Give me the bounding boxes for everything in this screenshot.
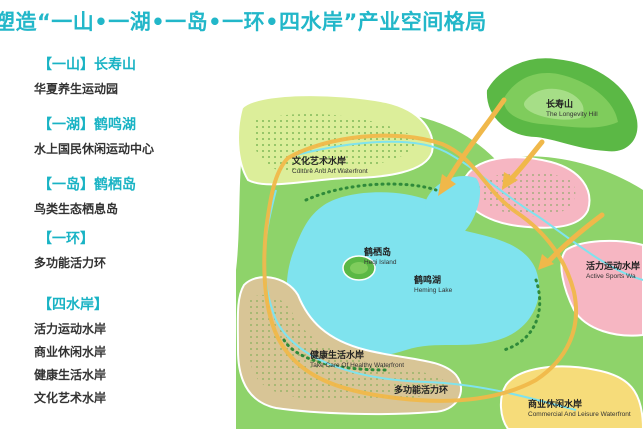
culture-zone-dots [256, 114, 421, 174]
title-quoted: “一山•一湖•一岛•一环•四水岸” [37, 10, 358, 34]
legend-item: 健康生活水岸 [34, 368, 107, 382]
arrow-mountain-head [438, 174, 456, 196]
legend-item: 水上国民休闲运动中心 [34, 142, 155, 156]
title-suffix: 产业空间格局 [357, 10, 487, 34]
island-inner [350, 262, 368, 274]
vitality-ring [262, 133, 579, 403]
legend-panel: 【一山】长寿山 华夏养生运动园 【一湖】鹤鸣湖 水上国民休闲运动中心 【一岛】鹤… [34, 55, 234, 408]
commerce-zone [500, 365, 643, 429]
label-health-cn: 健康生活水岸 [310, 351, 365, 361]
legend-heading: 【一山】长寿山 [38, 57, 136, 73]
label-island-en: Heqi Island [364, 259, 397, 266]
label-commerce-cn: 商业休闲水岸 [528, 400, 583, 410]
label-lake-en: Heming Lake [414, 287, 453, 294]
legend-section-waterfronts: 【四水岸】 活力运动水岸 商业休闲水岸 健康生活水岸 文化艺术水岸 [34, 295, 234, 408]
label-mountain-en: The Longevity Hill [546, 111, 598, 118]
label-commerce-en: Commercial And Leisure Waterfront [528, 411, 631, 418]
tree-line-1 [304, 182, 438, 202]
arrow-left-head [502, 172, 518, 190]
lake-inlet [425, 176, 481, 232]
lake [286, 192, 540, 357]
legend-item: 商业休闲水岸 [34, 345, 107, 359]
label-sports-en: Active Sports Wa [586, 273, 636, 280]
label-ring-cn: 多功能活力环 [394, 386, 449, 396]
label-island: 鹤栖岛 Heqi Island [364, 248, 397, 267]
label-lake-cn: 鹤鸣湖 [414, 276, 442, 286]
legend-item: 文化艺术水岸 [34, 391, 107, 405]
legend-heading: 【四水岸】 [38, 297, 108, 313]
legend-item: 华夏养生运动园 [34, 82, 119, 96]
label-mountain: 长寿山 The Longevity Hill [546, 100, 598, 119]
label-sports-cn: 活力运动水岸 [586, 262, 641, 272]
label-health-en: Take Care Of Healthy Waterfront [310, 362, 405, 369]
label-lake: 鹤鸣湖 Heming Lake [414, 276, 452, 295]
legend-heading: 【一岛】鹤栖岛 [38, 177, 136, 193]
legend-heading: 【一湖】鹤鸣湖 [38, 117, 136, 133]
arrow-mountain [445, 97, 507, 183]
legend-section-island: 【一岛】鹤栖岛 鸟类生态栖息岛 [34, 175, 234, 229]
health-zone-dots [250, 294, 448, 401]
legend-section-lake: 【一湖】鹤鸣湖 水上国民休闲运动中心 [34, 115, 234, 175]
label-sports: 活力运动水岸 Active Sports Wa [586, 262, 640, 281]
mountain-top [523, 88, 584, 120]
legend-heading: 【一环】 [38, 231, 94, 247]
label-culture: 文化艺术水岸 Culture And Art Waterfront [292, 157, 368, 176]
page-title: 塑造“一山•一湖•一岛•一环•四水岸”产业空间格局 [0, 6, 487, 36]
sports-zone-dots [476, 171, 576, 217]
legend-section-mountain: 【一山】长寿山 华夏养生运动园 [34, 55, 234, 115]
legend-item: 活力运动水岸 [34, 322, 107, 336]
label-commerce: 商业休闲水岸 Commercial And Leisure Waterfront [528, 400, 631, 419]
legend-item: 鸟类生态栖息岛 [34, 202, 119, 216]
sports-zone-b [560, 239, 643, 337]
site-plan-svg [236, 56, 643, 429]
legend-section-ring: 【一环】 多功能活力环 [34, 229, 234, 295]
site-plan-map: 长寿山 The Longevity Hill 文化艺术水岸 Culture An… [236, 40, 643, 429]
label-health: 健康生活水岸 Take Care Of Healthy Waterfront [310, 351, 404, 370]
label-island-cn: 鹤栖岛 [364, 248, 392, 258]
tree-line-2 [282, 338, 388, 372]
tree-line-3 [502, 278, 542, 352]
label-ring: 多功能活力环 [394, 386, 448, 397]
arrow-right-head [538, 254, 554, 270]
label-culture-en: Culture And Art Waterfront [292, 168, 368, 175]
label-culture-cn: 文化艺术水岸 [292, 157, 347, 167]
title-prefix: 塑造 [0, 10, 37, 34]
legend-item: 多功能活力环 [34, 256, 107, 270]
label-mountain-cn: 长寿山 [546, 100, 574, 110]
arrow-left [507, 139, 545, 183]
arrow-right [545, 212, 605, 265]
